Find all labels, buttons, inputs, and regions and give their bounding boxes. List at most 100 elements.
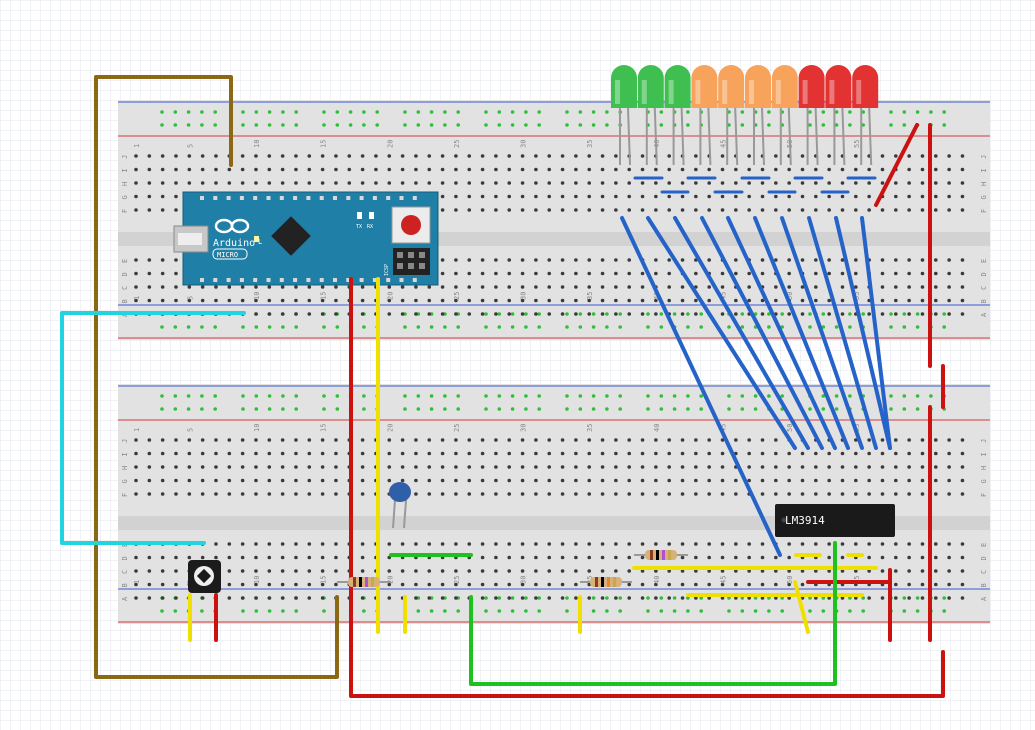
potentiometer [188,560,221,593]
terminal-hole [507,596,512,600]
rail-hole [848,394,852,398]
terminal-hole [880,167,885,172]
terminal-hole [907,194,911,199]
terminal-hole [574,478,578,483]
terminal-hole [294,312,298,316]
rail-hole [254,394,259,398]
rail-hole [808,596,812,600]
rail-hole [659,312,664,316]
terminal-hole [920,154,925,158]
rail-hole [537,609,541,613]
terminal-hole [454,582,458,587]
terminal-hole [147,582,152,587]
rail-hole [294,407,299,411]
rail-hole [456,394,461,398]
column-number: 25 [453,576,461,584]
terminal-hole [280,285,285,289]
terminal-hole [880,465,885,469]
rail-hole [294,325,299,329]
terminal-hole [960,451,965,456]
terminal-hole [787,258,791,262]
terminal-hole [134,285,138,289]
terminal-hole [267,298,272,303]
terminal-hole [694,271,698,276]
terminal-hole [680,555,685,560]
terminal-hole [534,194,538,199]
header-pin [226,278,231,282]
terminal-hole [400,569,405,573]
terminal-hole [854,258,858,262]
terminal-hole [840,298,845,303]
terminal-hole [280,298,285,303]
terminal-hole [587,312,592,316]
terminal-hole [174,154,178,158]
terminal-hole [720,478,725,483]
terminal-hole [134,555,138,560]
rail-hole [861,110,865,114]
rail-hole [591,110,596,114]
rail-hole [699,596,703,600]
terminal-hole [307,167,312,172]
terminal-hole [867,181,871,185]
terminal-hole [507,438,512,442]
rail-hole [834,123,839,127]
row-letter: G [121,479,129,483]
terminal-hole [560,465,565,469]
terminal-hole [787,492,791,496]
terminal-hole [560,181,565,185]
terminal-hole [814,569,818,573]
rail-hole [578,123,583,127]
terminal-hole [600,271,605,276]
terminal-hole [734,492,738,496]
terminal-hole [840,465,845,469]
rail-hole [767,110,771,114]
terminal-hole [774,465,778,469]
terminal-hole [400,298,405,303]
rail-hole [578,110,583,114]
terminal-hole [494,271,498,276]
rail-hole [618,407,622,411]
terminal-hole [640,438,645,442]
terminal-hole [560,271,565,276]
terminal-hole [507,208,512,212]
terminal-hole [587,194,592,199]
terminal-hole [160,582,165,587]
row-letter: G [980,479,988,483]
wire-green [469,541,837,686]
terminal-hole [894,194,898,199]
terminal-hole [694,208,698,212]
terminal-hole [747,569,751,573]
icsp-pin [408,263,414,269]
rail-hole [186,325,191,329]
terminal-hole [827,154,831,158]
header-pin [386,278,391,282]
rail-hole [902,394,907,398]
terminal-hole [467,285,472,289]
rail-hole [403,110,407,114]
terminal-hole [440,181,445,185]
terminal-hole [787,569,791,573]
resistor [634,550,688,560]
terminal-hole [760,312,765,316]
terminal-hole [254,285,258,289]
terminal-hole [227,465,232,469]
terminal-hole [134,154,138,158]
column-number: 5 [186,144,194,148]
terminal-hole [880,181,885,185]
rail-hole [942,609,946,613]
terminal-hole [480,451,485,456]
terminal-hole [827,451,831,456]
terminal-hole [467,492,472,496]
terminal-hole [680,298,685,303]
terminal-hole [360,285,365,289]
terminal-hole [360,555,365,560]
terminal-hole [707,438,711,442]
terminal-hole [360,181,365,185]
terminal-hole [720,451,725,456]
terminal-hole [200,492,205,496]
terminal-hole [520,298,525,303]
header-pin [226,196,231,200]
terminal-hole [427,582,432,587]
terminal-hole [707,258,711,262]
terminal-hole [774,194,778,199]
